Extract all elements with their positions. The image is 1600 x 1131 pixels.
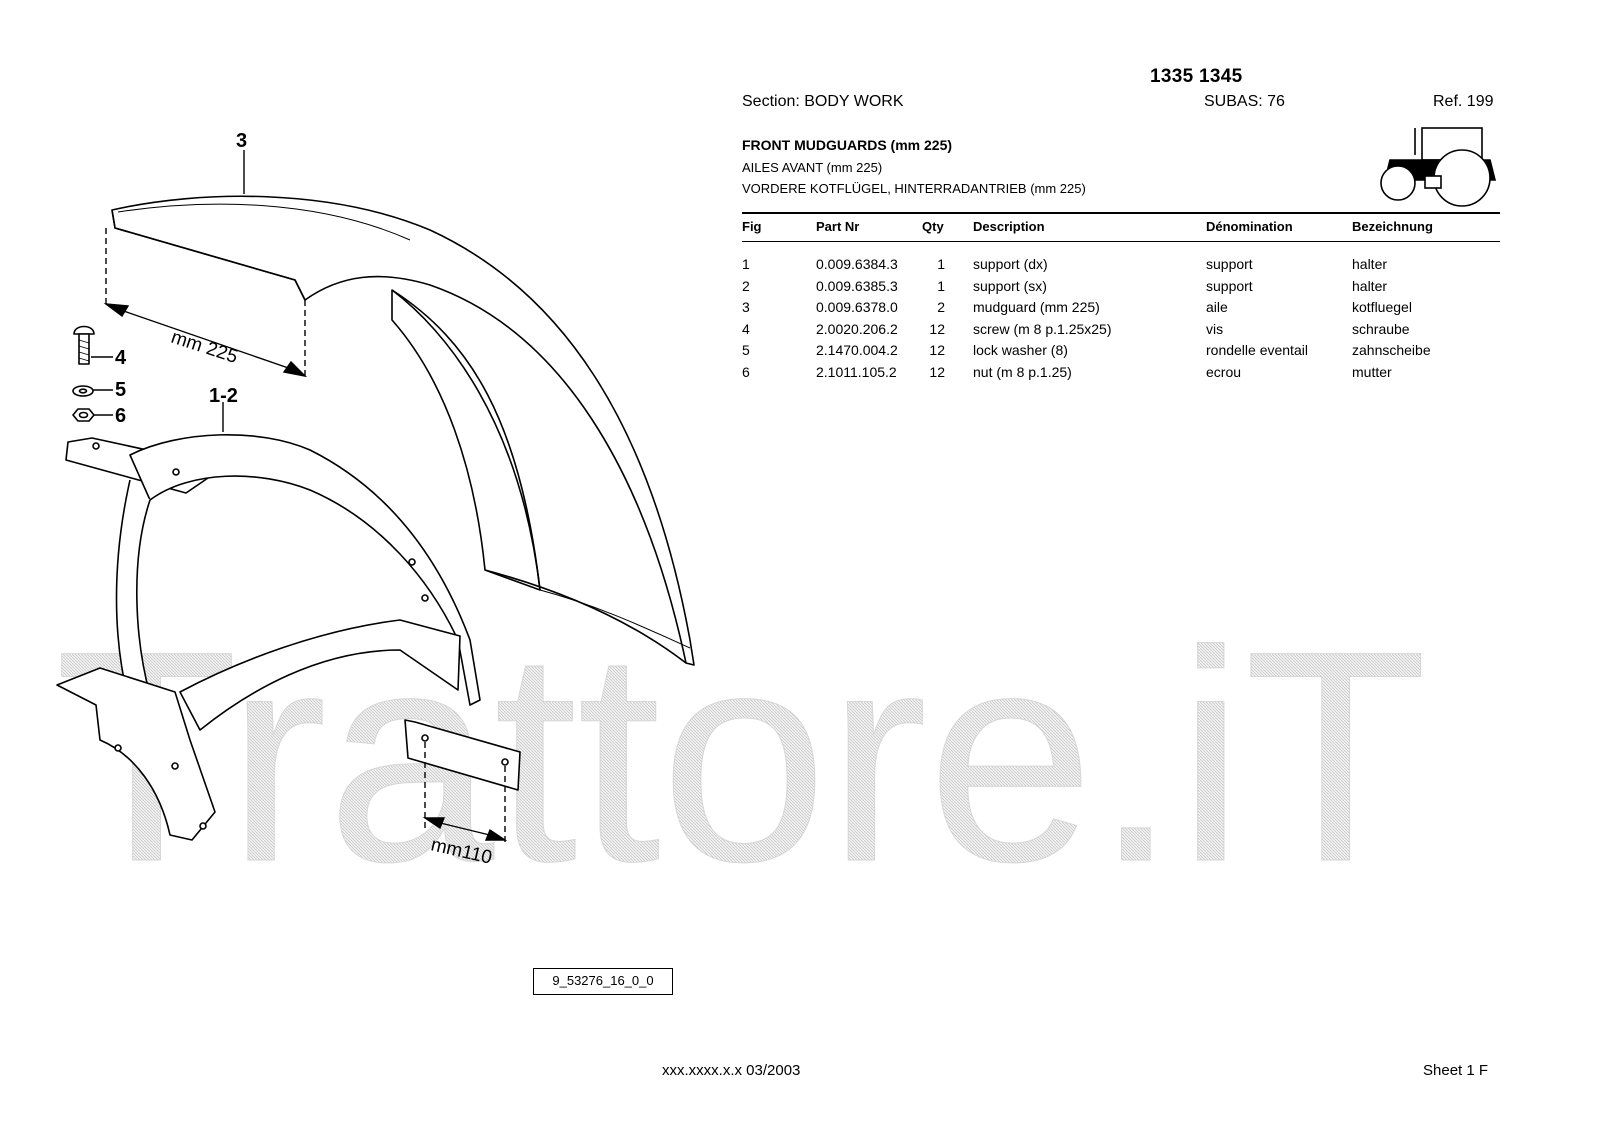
cell-bezeichnung: zahnscheibe xyxy=(1352,342,1431,358)
cell-part-number: 0.009.6378.0 xyxy=(816,299,898,315)
model-numbers: 1335 1345 xyxy=(1150,66,1243,87)
cell-description: support (sx) xyxy=(973,277,1047,294)
ref-label: Ref. 199 xyxy=(1433,93,1494,110)
cell-bezeichnung: kotfluegel xyxy=(1352,299,1412,315)
callout-6: 6 xyxy=(115,405,126,427)
table-row: 5 2.1470.004.2 12 lock washer (8) rondel… xyxy=(0,342,1600,364)
washer-icon xyxy=(72,385,94,397)
cell-description: support (dx) xyxy=(973,256,1048,272)
cell-bezeichnung: schraube xyxy=(1352,320,1410,337)
cell-qty: 1 xyxy=(937,256,945,272)
watermark: Trattore.iT xyxy=(55,588,1427,924)
cell-fig: 1 xyxy=(742,256,750,272)
section-label: Section: BODY WORK xyxy=(742,93,904,110)
cell-denomination: aile xyxy=(1206,299,1228,315)
table-row: 6 2.1011.105.2 12 nut (m 8 p.1.25) ecrou… xyxy=(0,364,1600,386)
cell-bezeichnung: mutter xyxy=(1352,363,1392,380)
tractor-icon xyxy=(1380,127,1497,207)
cell-part-number: 2.1011.105.2 xyxy=(816,363,897,380)
cell-qty: 12 xyxy=(929,342,945,358)
cell-qty: 12 xyxy=(929,363,945,380)
cell-fig: 2 xyxy=(742,277,750,294)
cell-fig: 3 xyxy=(742,299,750,315)
cell-denomination: support xyxy=(1206,277,1253,294)
cell-denomination: ecrou xyxy=(1206,363,1242,380)
support-bracket-drawing xyxy=(56,434,521,841)
cell-fig: 4 xyxy=(742,320,750,337)
cell-fig: 6 xyxy=(742,363,750,380)
title-english: FRONT MUDGUARDS (mm 225) xyxy=(742,137,953,153)
cell-part-number: 2.1470.004.2 xyxy=(816,342,898,358)
cell-description: lock washer (8) xyxy=(973,342,1068,358)
callout-5: 5 xyxy=(115,379,126,401)
table-row: 4 2.0020.206.2 12 screw (m 8 p.1.25x25) … xyxy=(0,321,1600,343)
cell-bezeichnung: halter xyxy=(1352,277,1388,294)
col-header-bezeichnung: Bezeichnung xyxy=(1352,219,1433,234)
cell-fig: 5 xyxy=(742,342,750,358)
cell-qty: 1 xyxy=(937,277,945,294)
callout-4: 4 xyxy=(115,347,127,369)
title-french: AILES AVANT (mm 225) xyxy=(742,160,883,175)
cell-part-number: 2.0020.206.2 xyxy=(816,320,898,337)
cell-part-number: 0.009.6385.3 xyxy=(816,277,898,294)
table-row: 3 0.009.6378.0 2 mudguard (mm 225) aile … xyxy=(0,299,1600,321)
nut-icon xyxy=(72,408,95,422)
cell-description: screw (m 8 p.1.25x25) xyxy=(973,320,1112,337)
col-header-qty: Qty xyxy=(922,219,944,234)
cell-description: nut (m 8 p.1.25) xyxy=(973,363,1072,380)
cell-denomination: support xyxy=(1206,256,1253,272)
col-header-description: Description xyxy=(973,219,1045,234)
bolt-icon xyxy=(73,325,95,365)
cell-part-number: 0.009.6384.3 xyxy=(816,256,898,272)
parts-table: 1 0.009.6384.3 1 support (dx) support ha… xyxy=(0,256,1600,385)
title-german: VORDERE KOTFLÜGEL, HINTERRADANTRIEB (mm … xyxy=(742,181,1086,196)
table-row: 1 0.009.6384.3 1 support (dx) support ha… xyxy=(0,256,1600,278)
cell-bezeichnung: halter xyxy=(1352,256,1388,272)
mudguard-drawing xyxy=(111,195,695,666)
callout-1-2: 1-2 xyxy=(209,385,238,407)
table-row: 2 0.009.6385.3 1 support (sx) support ha… xyxy=(0,278,1600,300)
footer-code: xxx.xxxx.x.x 03/2003 xyxy=(662,1062,801,1079)
callout-3: 3 xyxy=(236,130,247,152)
table-top-rule xyxy=(742,212,1500,214)
cell-qty: 12 xyxy=(929,320,945,337)
col-header-part: Part Nr xyxy=(816,219,860,234)
cell-denomination: vis xyxy=(1206,320,1224,337)
table-header-rule xyxy=(742,241,1500,242)
cell-description: mudguard (mm 225) xyxy=(973,299,1100,315)
col-header-fig: Fig xyxy=(742,219,762,234)
sheet-label: Sheet 1 F xyxy=(1423,1062,1489,1079)
col-header-denomination: Dénomination xyxy=(1206,219,1293,234)
cell-qty: 2 xyxy=(937,299,945,315)
subas-label: SUBAS: 76 xyxy=(1204,93,1285,110)
cell-denomination: rondelle eventail xyxy=(1206,342,1308,358)
drawing-code-box: 9_53276_16_0_0 xyxy=(533,968,673,995)
